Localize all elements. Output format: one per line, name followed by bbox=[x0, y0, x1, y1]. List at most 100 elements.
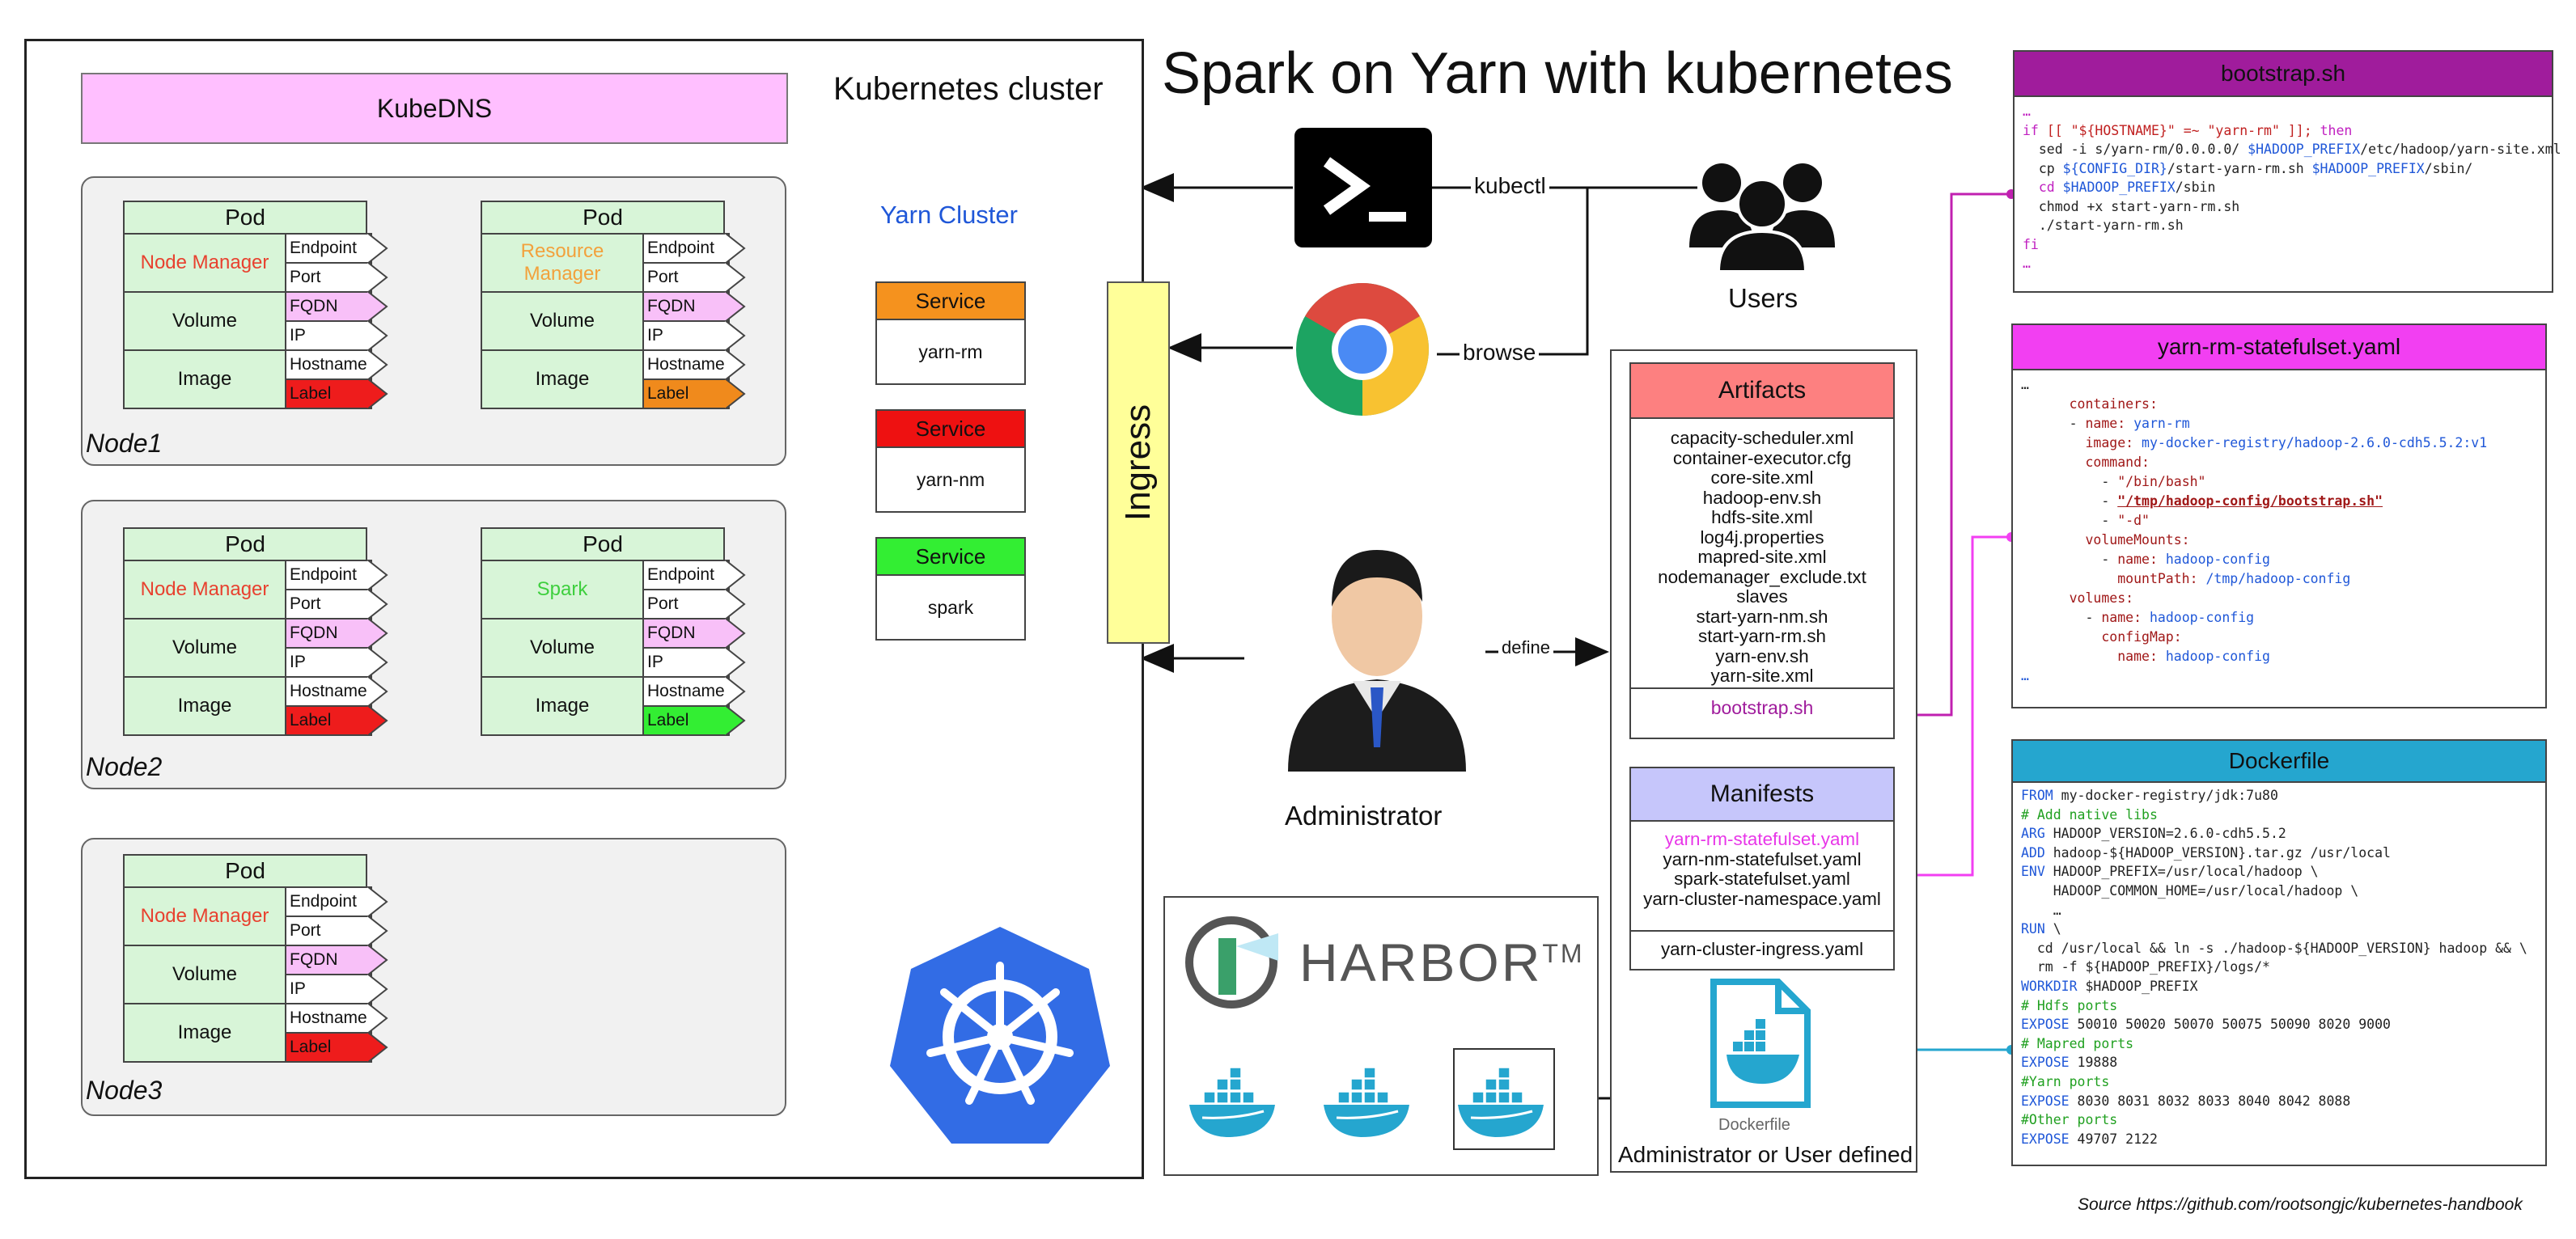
artifact-item[interactable]: capacity-scheduler.xml bbox=[1670, 428, 1854, 448]
manifest-item[interactable]: yarn-cluster-namespace.yaml bbox=[1643, 888, 1881, 909]
pod-field-ip: IP bbox=[642, 647, 730, 678]
artifact-item[interactable]: start-yarn-rm.sh bbox=[1698, 626, 1826, 646]
artifact-item[interactable]: core-site.xml bbox=[1710, 467, 1814, 488]
pod-title: Pod bbox=[481, 527, 725, 561]
code-line: - name: hadoop-config bbox=[2021, 550, 2537, 569]
code-token: - bbox=[2021, 610, 2102, 625]
yaml-code: … containers: - name: yarn-rm image: my-… bbox=[2013, 370, 2545, 691]
terminal-prompt-icon bbox=[1323, 157, 1406, 222]
code-token: $HADOOP_PREFIX bbox=[2062, 180, 2176, 195]
code-line: ARG HADOOP_VERSION=2.6.0-cdh5.5.2 bbox=[2021, 824, 2537, 844]
pod-field-endpoint: Endpoint bbox=[285, 560, 372, 590]
code-line: ENV HADOOP_PREFIX=/usr/local/hadoop \ bbox=[2021, 862, 2537, 882]
service-spark[interactable]: Service spark bbox=[875, 537, 1026, 641]
pod-field-hostname: Hostname bbox=[285, 1003, 372, 1034]
code-token: "-d" bbox=[2117, 513, 2150, 528]
code-token: - bbox=[2021, 474, 2118, 489]
pod-field-arrow bbox=[725, 349, 746, 380]
code-token: … bbox=[2021, 902, 2061, 918]
code-line: … bbox=[2021, 666, 2537, 686]
harbor-lighthouse-icon bbox=[1185, 916, 1278, 1009]
pod-field-fqdn: FQDN bbox=[642, 618, 730, 649]
docker-whale-icon bbox=[1189, 1068, 1275, 1137]
service-head: Service bbox=[877, 283, 1024, 320]
pod-field-label: Label bbox=[285, 378, 372, 409]
artifact-item[interactable]: yarn-site.xml bbox=[1710, 666, 1814, 686]
pod-field-hostname: Hostname bbox=[285, 676, 372, 707]
bootstrap-code: …if [[ "${HOSTNAME}" =~ "yarn-rm" ]]; th… bbox=[2015, 97, 2561, 278]
artifact-item[interactable]: slaves bbox=[1736, 586, 1788, 607]
code-line: #Yarn ports bbox=[2021, 1072, 2537, 1092]
code-line: # Add native libs bbox=[2021, 806, 2537, 825]
pod-title: Pod bbox=[123, 527, 367, 561]
code-token: … bbox=[2021, 377, 2029, 392]
code-token: volumes: bbox=[2021, 590, 2134, 606]
artifact-bootstrap[interactable]: bootstrap.sh bbox=[1631, 687, 1893, 726]
artifact-item[interactable]: container-executor.cfg bbox=[1672, 447, 1852, 468]
code-line: FROM my-docker-registry/jdk:7u80 bbox=[2021, 786, 2537, 806]
pod-field-ip: IP bbox=[285, 974, 372, 1004]
code-line: ADD hadoop-${HADOOP_VERSION}.tar.gz /usr… bbox=[2021, 844, 2537, 863]
pod-volume: Volume bbox=[123, 618, 286, 678]
service-yarn-rm[interactable]: Service yarn-rm bbox=[875, 281, 1026, 385]
code-token: hadoop-${HADOOP_VERSION}.tar.gz /usr/loc… bbox=[2053, 844, 2391, 861]
terminal-icon bbox=[1294, 128, 1432, 247]
artifact-item[interactable]: mapred-site.xml bbox=[1697, 547, 1827, 567]
dockerfile-icon-label: Dockerfile bbox=[1718, 1116, 1790, 1134]
code-token: # Mapred ports bbox=[2021, 1035, 2134, 1051]
pod-field-arrow bbox=[367, 647, 388, 678]
artifact-item[interactable]: yarn-env.sh bbox=[1715, 645, 1809, 666]
service-yarn-nm[interactable]: Service yarn-nm bbox=[875, 409, 1026, 513]
yaml-panel: yarn-rm-statefulset.yaml … containers: -… bbox=[2011, 323, 2547, 708]
code-line: name: hadoop-config bbox=[2021, 647, 2537, 666]
yaml-link bbox=[1893, 535, 2011, 877]
pod-volume: Volume bbox=[481, 291, 644, 351]
artifact-item[interactable]: log4j.properties bbox=[1700, 526, 1824, 548]
code-line: - "-d" bbox=[2021, 511, 2537, 531]
pod-field-ip: IP bbox=[642, 320, 730, 351]
code-token: sed -i s/yarn-rm/0.0.0.0/ bbox=[2023, 142, 2248, 157]
pod-field-arrow bbox=[725, 705, 746, 736]
artifact-item[interactable]: hdfs-site.xml bbox=[1711, 507, 1813, 527]
pod-field-arrow bbox=[367, 1003, 388, 1034]
artifact-item[interactable]: start-yarn-nm.sh bbox=[1696, 606, 1828, 627]
manifest-ingress[interactable]: yarn-cluster-ingress.yaml bbox=[1631, 930, 1893, 967]
kubernetes-logo-icon bbox=[890, 927, 1110, 1144]
manifest-item[interactable]: spark-statefulset.yaml bbox=[1674, 869, 1850, 889]
manifest-item[interactable]: yarn-nm-statefulset.yaml bbox=[1663, 848, 1862, 869]
code-token: FROM bbox=[2021, 788, 2061, 803]
users-icon bbox=[1689, 163, 1835, 272]
bootstrap-link bbox=[1893, 192, 2011, 717]
manifest-item[interactable]: yarn-rm-statefulset.yaml bbox=[1664, 829, 1860, 849]
browse-label: browse bbox=[1460, 340, 1540, 366]
artifacts-head: Artifacts bbox=[1631, 364, 1893, 419]
code-line: if [[ "${HOSTNAME}" =~ "yarn-rm" ]]; the… bbox=[2023, 121, 2544, 141]
code-line: #Other ports bbox=[2021, 1110, 2537, 1130]
code-token: hadoop-config bbox=[2149, 610, 2255, 625]
code-token: then bbox=[2320, 122, 2353, 138]
kubedns: KubeDNS bbox=[81, 73, 788, 144]
artifact-item[interactable]: nodemanager_exclude.txt bbox=[1658, 566, 1866, 587]
code-token: /tmp/hadoop-config bbox=[2205, 571, 2351, 586]
pod-field-arrow bbox=[725, 676, 746, 707]
pod-field-arrow bbox=[367, 974, 388, 1004]
code-token: 19888 bbox=[2077, 1055, 2118, 1071]
pod-field-arrow bbox=[725, 378, 746, 409]
code-line: fi bbox=[2023, 235, 2544, 255]
code-line: HADOOP_COMMON_HOME=/usr/local/hadoop \ bbox=[2021, 882, 2537, 901]
pod-field-label: Label bbox=[642, 705, 730, 736]
harbor-selected-image[interactable] bbox=[1453, 1048, 1555, 1150]
pod-field-arrow bbox=[725, 262, 746, 293]
code-line: - name: hadoop-config bbox=[2021, 608, 2537, 628]
code-token: 49707 2122 bbox=[2077, 1131, 2158, 1147]
dockerfile-panel-title: Dockerfile bbox=[2013, 741, 2545, 783]
node-2-label: Node2 bbox=[86, 752, 163, 781]
artifact-item[interactable]: hadoop-env.sh bbox=[1702, 487, 1822, 508]
